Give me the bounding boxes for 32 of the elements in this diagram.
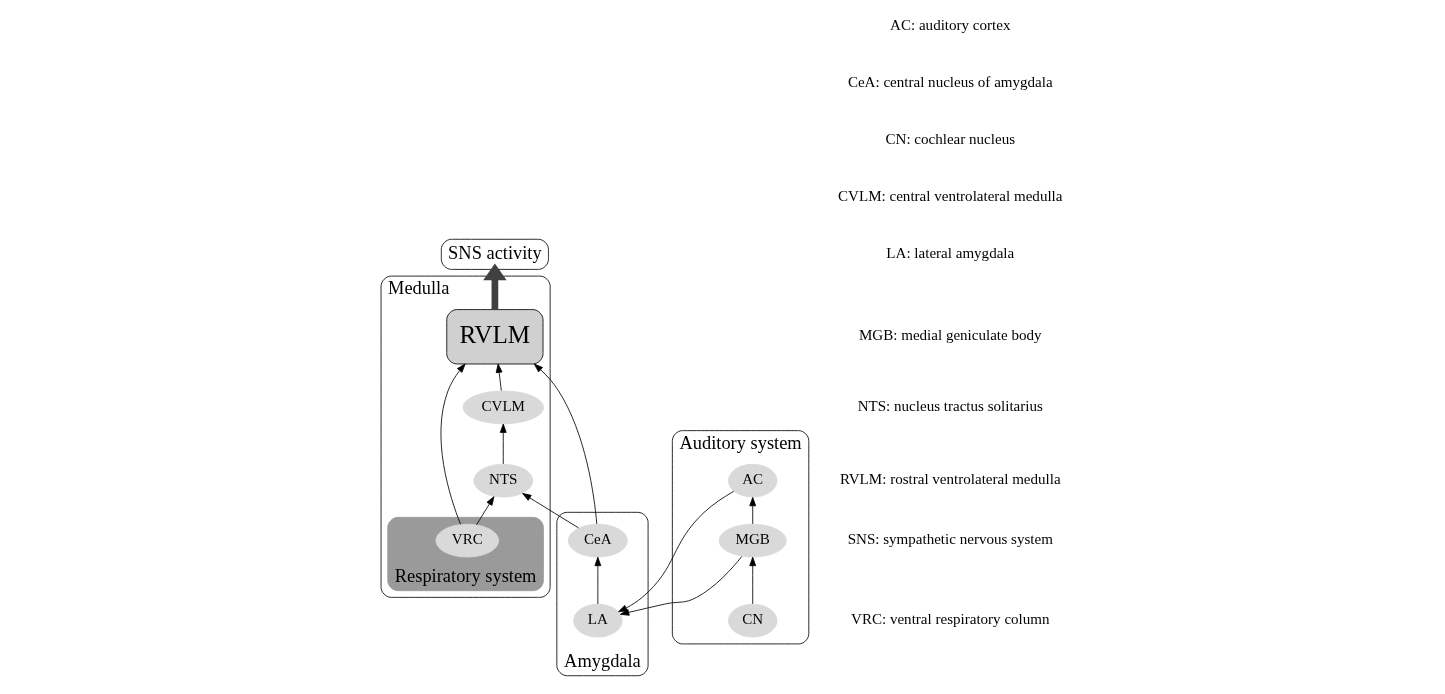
label: CVLM: central ventrolateral medulla [837, 188, 1062, 205]
node-ellipse: CeA [567, 523, 628, 558]
label: VRC: ventral respiratory column [850, 611, 1050, 628]
arrow [475, 496, 494, 526]
label: MGB: medial geniculate body [858, 327, 1042, 344]
arrow [619, 556, 742, 616]
node-ellipse: NTS [472, 463, 533, 498]
node-ellipse: AC [727, 463, 777, 498]
label: CN: cochlear nucleus [885, 131, 1015, 148]
node-ellipse: CN [727, 603, 777, 638]
node-ellipse: LA [572, 603, 623, 638]
arrow [482, 263, 507, 310]
node-box: SNS activity [440, 238, 549, 270]
arrow [748, 556, 756, 605]
node-box: RVLM [445, 309, 543, 365]
arrow [617, 490, 734, 613]
label: NTS: nucleus tractus solitarius [857, 398, 1043, 415]
arrow [748, 497, 756, 525]
arrow [495, 363, 502, 391]
arrow [499, 423, 507, 465]
node-ellipse: VRC [435, 523, 499, 558]
node-ellipse: CVLM [462, 390, 544, 425]
label: AC: auditory cortex [889, 17, 1010, 34]
arrow [594, 556, 601, 605]
arrow [521, 493, 579, 529]
arrow [533, 363, 597, 525]
label: SNS: sympathetic nervous system [847, 531, 1053, 548]
node-ellipse: MGB [718, 523, 787, 558]
label: RVLM: rostral ventrolateral medulla [839, 471, 1061, 488]
label: CeA: central nucleus of amygdala [847, 74, 1053, 91]
arrow [440, 363, 465, 525]
label: LA: lateral amygdala [885, 245, 1014, 262]
